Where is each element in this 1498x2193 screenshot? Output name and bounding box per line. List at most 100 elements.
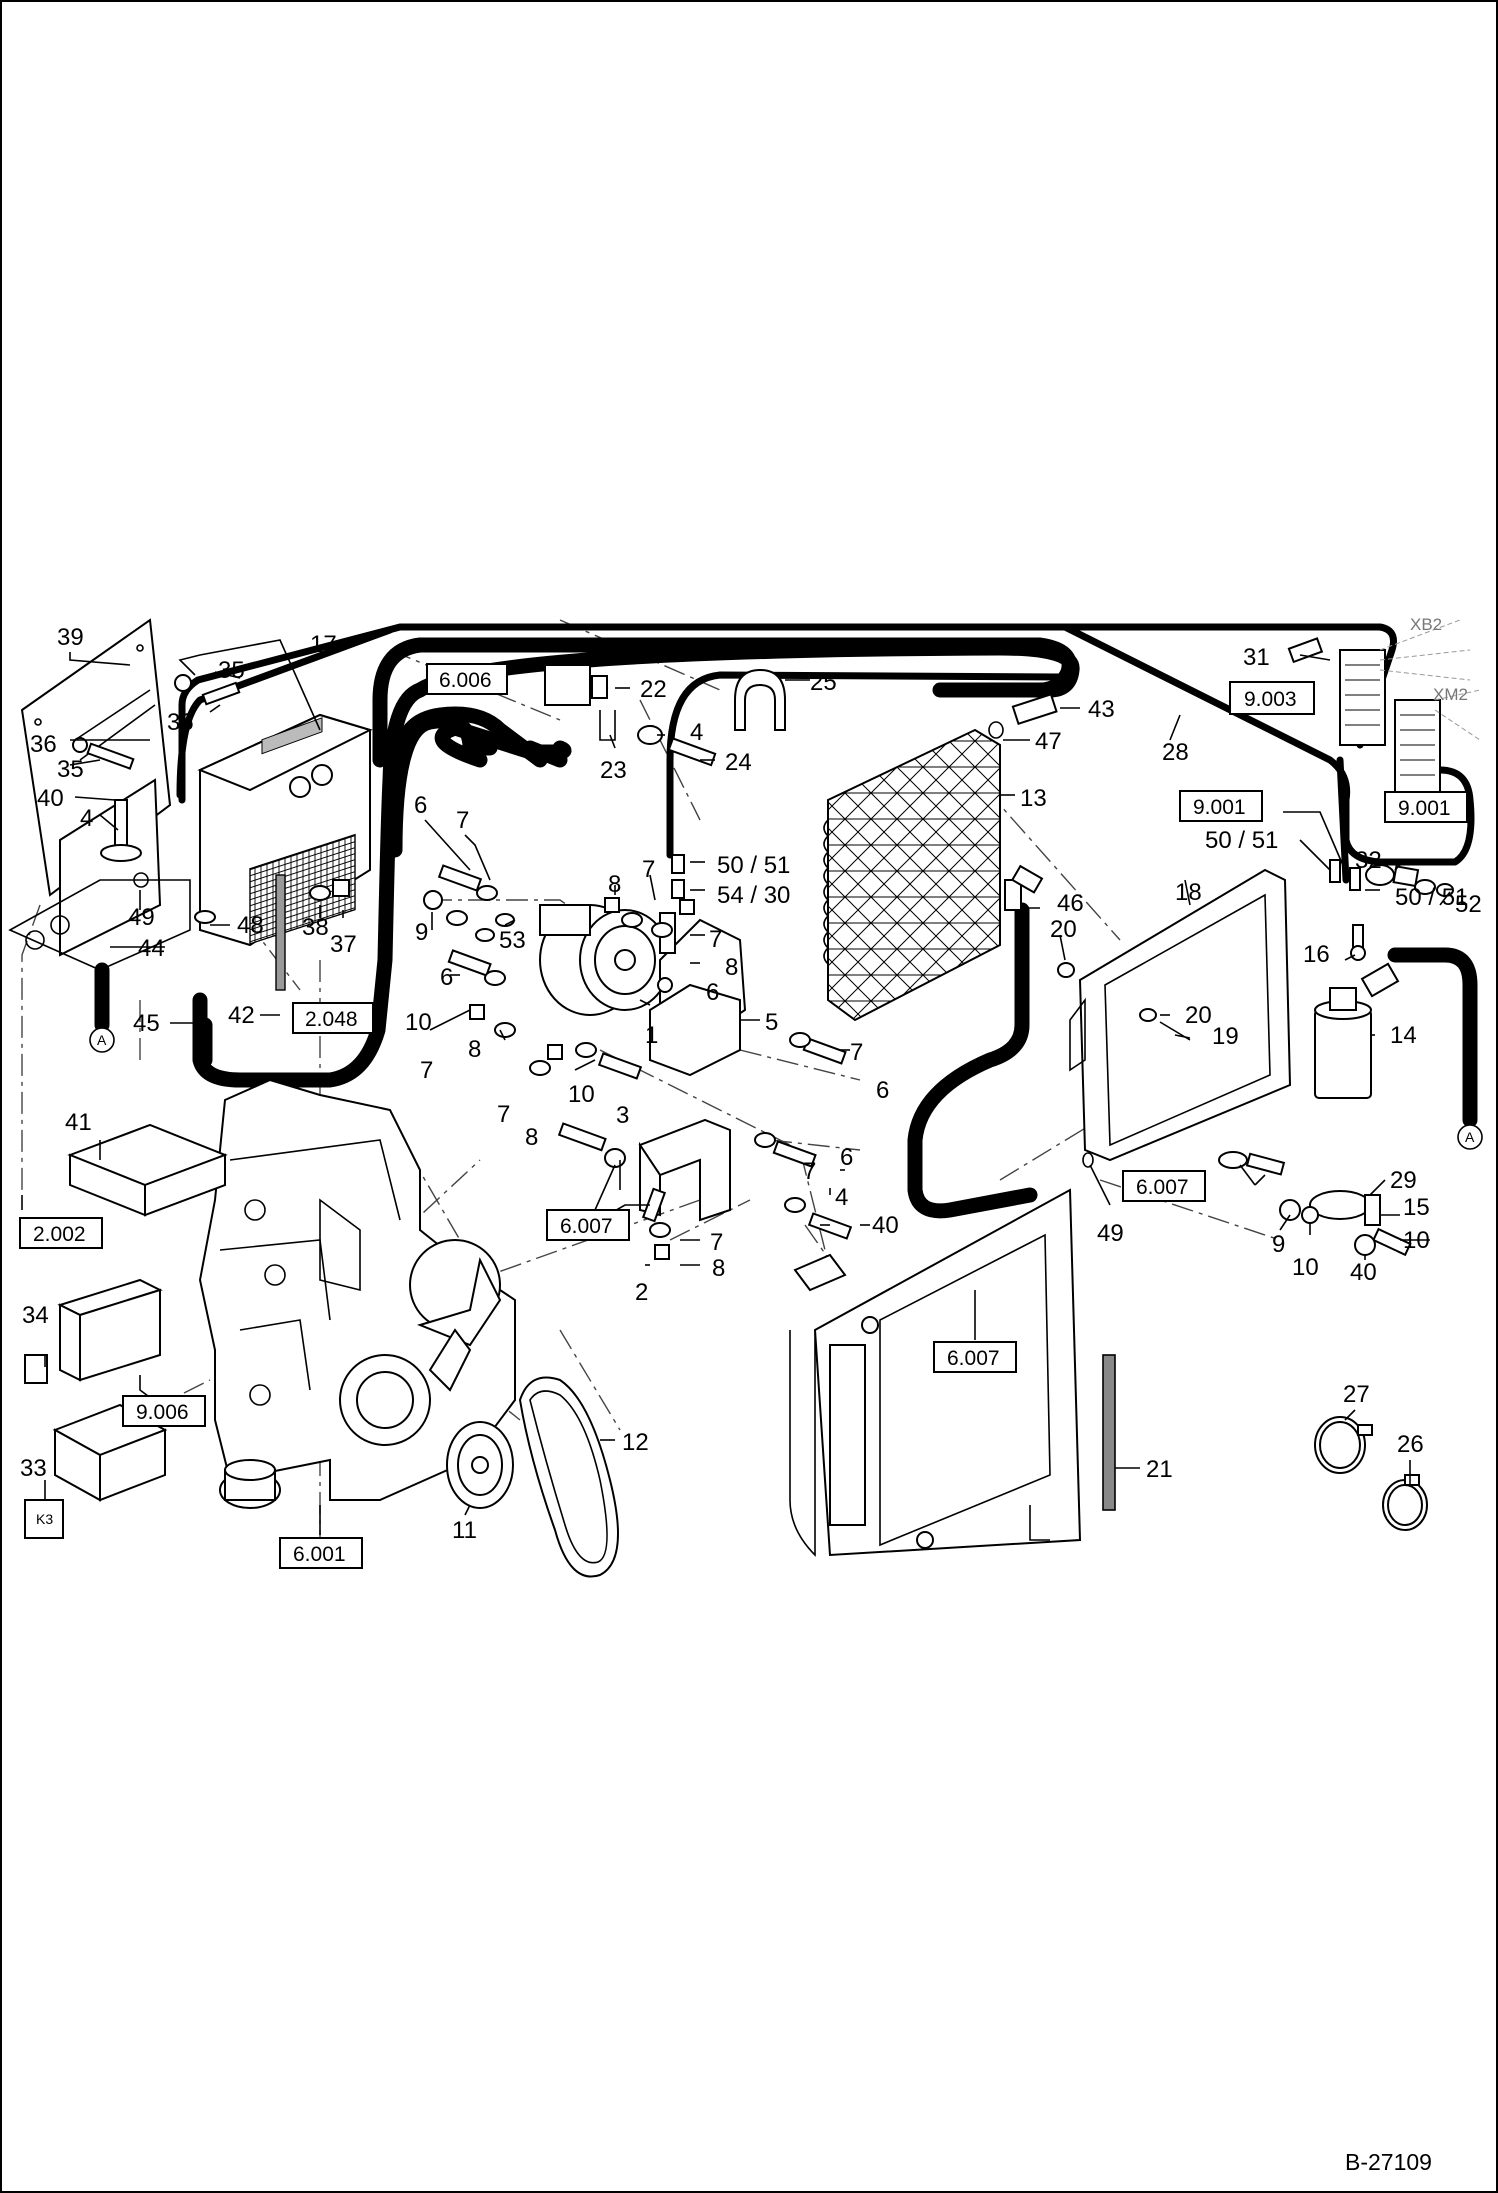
label-7-mid: 7 [497, 1101, 510, 1128]
svg-text:9.001: 9.001 [1398, 797, 1451, 820]
label-25: 25 [810, 669, 837, 696]
label-10-right: 10 [1403, 1227, 1430, 1254]
connector-label-xb2: XB2 [1410, 615, 1442, 634]
label-40-left: 40 [37, 785, 64, 812]
label-16: 16 [1303, 941, 1330, 968]
block-41 [67, 1123, 228, 1217]
label-8-right: 8 [725, 954, 738, 981]
label-7-compressor: 7 [642, 856, 655, 883]
hose-arch-top [372, 637, 1077, 768]
label-52: 52 [1455, 891, 1482, 918]
connectors-xb2-xm2 [1287, 619, 1481, 796]
svg-text:6.001: 6.001 [293, 1543, 346, 1566]
label-8-bottom: 8 [712, 1255, 725, 1282]
svg-text:9.006: 9.006 [136, 1401, 189, 1424]
label-8-lower: 8 [525, 1124, 538, 1151]
label-9-left: 9 [415, 919, 428, 946]
cable-28 [178, 623, 1397, 804]
ref-box-6007-compressor: 6.007 [546, 1209, 630, 1241]
label-48: 48 [237, 912, 264, 939]
hose-clamp-26 [1382, 1474, 1428, 1531]
engine-block [198, 1078, 516, 1509]
label-50-51-left: 50 / 51 [717, 852, 790, 879]
label-7-lower-left: 7 [420, 1057, 433, 1084]
svg-text:9.003: 9.003 [1244, 688, 1297, 711]
label-22: 22 [640, 676, 667, 703]
label-6-col-a: 6 [876, 1077, 889, 1104]
label-18: 18 [1175, 879, 1202, 906]
label-45: 45 [133, 1010, 160, 1037]
label-6-top: 6 [414, 792, 427, 819]
compressor-1 [539, 904, 747, 1042]
label-53: 53 [499, 927, 526, 954]
label-7-col-a: 7 [850, 1039, 863, 1066]
label-8-mid: 8 [468, 1036, 481, 1063]
label-54-30: 54 / 30 [717, 882, 790, 909]
label-23: 23 [600, 757, 627, 784]
svg-text:6.007: 6.007 [947, 1347, 1000, 1370]
label-31: 31 [1243, 644, 1270, 671]
ref-box-9006: 9.006 [122, 1395, 206, 1427]
ref-box-2048: 2.048 [292, 1002, 374, 1034]
label-28: 28 [1162, 739, 1189, 766]
label-7-top: 7 [456, 807, 469, 834]
label-14: 14 [1390, 1022, 1417, 1049]
label-46: 46 [1057, 890, 1084, 917]
svg-text:6.007: 6.007 [560, 1215, 613, 1238]
leader-lines [21, 639, 1451, 1535]
label-5: 5 [765, 1009, 778, 1036]
reference-boxes: 6.006 9.003 9.001 9.001 2.048 6.007 6.00… [19, 663, 1468, 1569]
ref-box-9001-mid: 9.001 [1179, 790, 1263, 822]
label-17: 17 [310, 631, 337, 658]
mount-bracket-2 [638, 1118, 731, 1223]
label-50-51-right: 50 / 51 [1395, 884, 1468, 911]
ref-box-6001: 6.001 [279, 1537, 363, 1569]
label-2: 2 [635, 1279, 648, 1306]
svg-text:2.048: 2.048 [305, 1008, 358, 1031]
label-10-right-low: 10 [1292, 1254, 1319, 1281]
label-37: 37 [330, 931, 357, 958]
seal-strip-21 [1102, 1354, 1116, 1511]
condenser-13 [823, 728, 1001, 1022]
label-10-left: 10 [405, 1009, 432, 1036]
label-6-right: 6 [706, 979, 719, 1006]
label-34: 34 [22, 1302, 49, 1329]
label-41: 41 [65, 1109, 92, 1136]
label-43: 43 [1088, 696, 1115, 723]
cable-upper-black [176, 626, 394, 799]
label-4-lower: 4 [835, 1184, 848, 1211]
label-36-right: 36 [167, 709, 194, 736]
label-27: 27 [1343, 1381, 1370, 1408]
ref-box-9003: 9.003 [1229, 681, 1315, 715]
label-29: 29 [1390, 1167, 1417, 1194]
svg-text:K3: K3 [36, 1511, 53, 1527]
belt-12 [518, 1376, 619, 1578]
svg-text:9.001: 9.001 [1193, 796, 1246, 819]
label-7-col-b: 7 [803, 1158, 816, 1185]
ref-box-6006: 6.006 [426, 663, 508, 695]
label-35-top: 35 [218, 657, 245, 684]
ref-box-6007-radiator: 6.007 [933, 1341, 1017, 1373]
part-labels: 39 17 35 36 36 35 40 4 49 44 48 38 37 45… [20, 624, 1482, 1544]
label-42: 42 [228, 1002, 255, 1029]
label-6-col-b: 6 [840, 1144, 853, 1171]
svg-text:2.002: 2.002 [33, 1223, 86, 1246]
label-13: 13 [1020, 785, 1047, 812]
label-21: 21 [1146, 1456, 1173, 1483]
hose-clamp-27 [1314, 1416, 1373, 1474]
label-1: 1 [645, 1022, 658, 1049]
label-11: 11 [452, 1517, 477, 1544]
label-3: 3 [616, 1102, 629, 1129]
label-36-left: 36 [30, 731, 57, 758]
label-44: 44 [138, 935, 165, 962]
label-38: 38 [302, 914, 329, 941]
hose-receiver-to-a [1387, 947, 1478, 1128]
label-49-right: 49 [1097, 1220, 1124, 1247]
connection-marker-a-right: A [1457, 1124, 1483, 1150]
svg-text:6.006: 6.006 [439, 669, 492, 692]
hose-46 [907, 902, 1038, 1219]
label-15: 15 [1403, 1194, 1430, 1221]
connector-label-xm2: XM2 [1433, 685, 1468, 704]
label-20-top: 20 [1050, 916, 1077, 943]
